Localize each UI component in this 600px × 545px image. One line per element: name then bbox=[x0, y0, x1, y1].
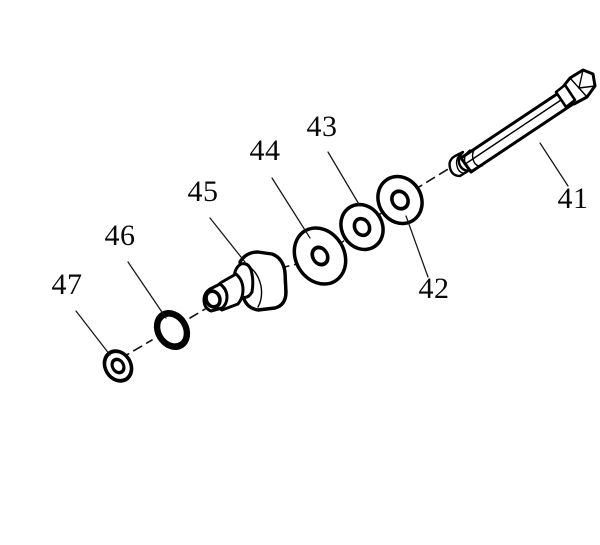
callout-label-43: 43 bbox=[307, 110, 338, 143]
leader-line-41 bbox=[539, 142, 569, 187]
part-washer-medium bbox=[339, 202, 385, 252]
callout-label-42: 42 bbox=[419, 272, 450, 305]
leader-line-46 bbox=[127, 261, 167, 319]
part-washer-large bbox=[376, 174, 424, 226]
callout-label-44: 44 bbox=[250, 134, 281, 167]
callout-label-45: 45 bbox=[188, 175, 219, 208]
leader-line-43 bbox=[327, 151, 361, 207]
part-seal-washer bbox=[102, 349, 134, 383]
callout-label-47: 47 bbox=[52, 268, 83, 301]
leader-line-47 bbox=[75, 310, 111, 356]
leader-line-44 bbox=[271, 177, 311, 239]
part-through-bolt bbox=[448, 68, 597, 178]
leader-line-42 bbox=[405, 215, 429, 278]
part-bushing-sleeve bbox=[202, 250, 288, 313]
leader-lines-group bbox=[75, 142, 569, 356]
leader-line-45 bbox=[209, 217, 246, 263]
callout-labels-group: 41 42 43 44 45 46 47 bbox=[52, 110, 589, 305]
part-washer-flat bbox=[292, 226, 348, 286]
callout-label-46: 46 bbox=[105, 219, 136, 252]
part-lock-ring bbox=[153, 309, 191, 351]
callout-label-41: 41 bbox=[558, 182, 589, 215]
